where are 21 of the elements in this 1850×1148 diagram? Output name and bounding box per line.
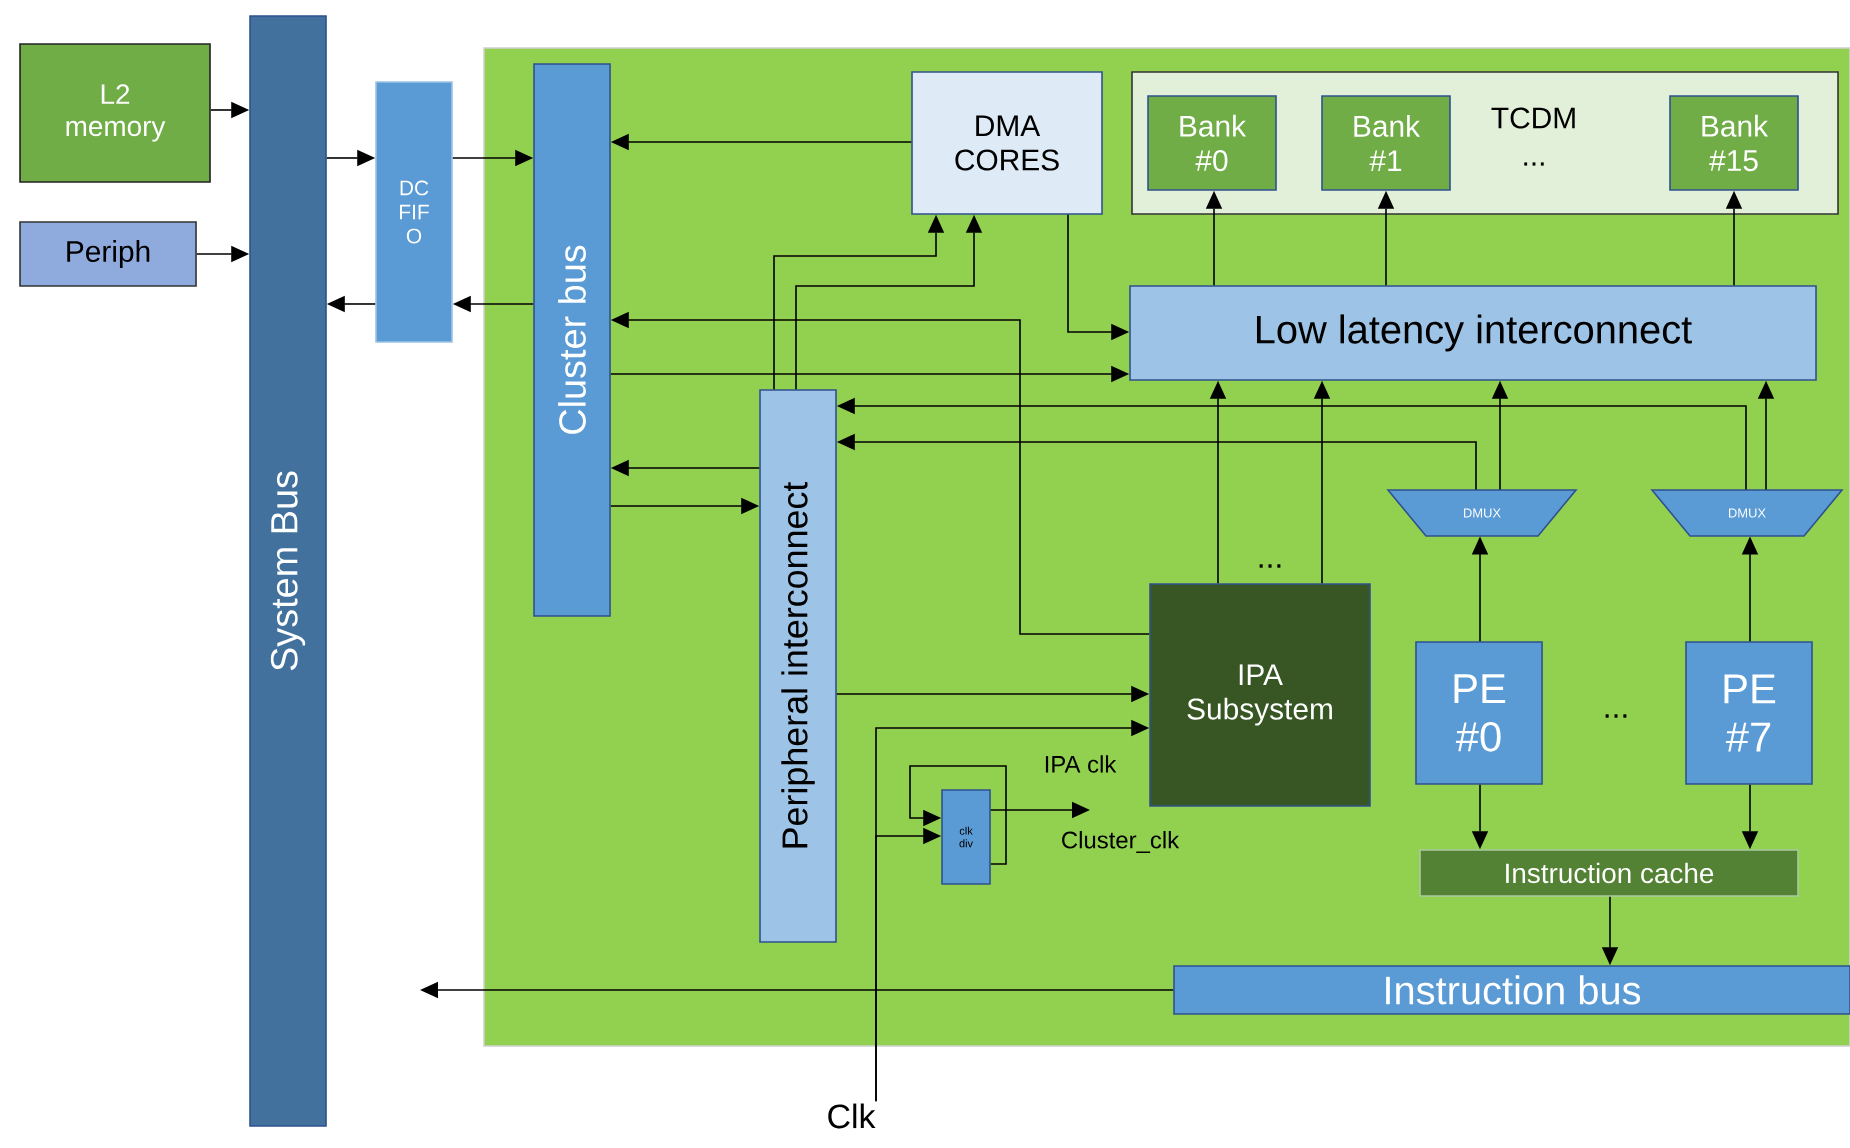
dma-box: DMA CORES: [911, 71, 1103, 215]
memory-box: L2 memory: [19, 43, 211, 183]
system-bus: System Bus: [249, 15, 327, 1127]
signal-label: Cluster_clk: [1062, 830, 1180, 853]
memory-bank: Bank #1: [1321, 95, 1451, 191]
memory-bank: Bank #15: [1669, 95, 1799, 191]
instruction-bus: Instruction bus: [1173, 965, 1850, 1015]
clock-label: Clk: [828, 1103, 876, 1129]
interconnect-box: Peripheral interconnect: [759, 389, 837, 943]
cluster-bus: Cluster bus: [533, 63, 611, 617]
interconnect-box: Low latency interconnect: [1129, 285, 1817, 381]
peripheral-box: Periph: [19, 221, 197, 287]
ellipsis: ...: [1605, 714, 1627, 718]
processing-element: PE #7: [1685, 641, 1813, 785]
signal-label: IPA clk: [1045, 755, 1117, 773]
processing-element: PE #0: [1415, 641, 1543, 785]
fifo-box: DC FIF O: [375, 81, 453, 343]
subsystem-box: IPA Subsystem: [1149, 583, 1371, 807]
memory-bank: Bank #0: [1147, 95, 1277, 191]
cache-box: Instruction cache: [1419, 849, 1799, 897]
arrow: [909, 765, 1007, 865]
